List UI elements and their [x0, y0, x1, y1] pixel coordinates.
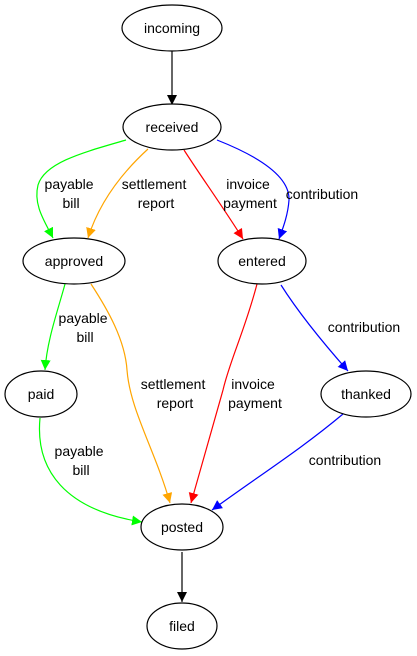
label-received-entered-contribution: contribution	[286, 186, 358, 202]
node-label-incoming: incoming	[144, 20, 200, 36]
edge-entered-thanked-contribution	[280, 284, 349, 372]
label-received-approved-payable-bill: payable bill	[45, 176, 98, 211]
node-approved: approved	[22, 237, 126, 285]
node-incoming: incoming	[121, 4, 223, 52]
node-received: received	[122, 103, 222, 151]
node-label-paid: paid	[28, 386, 54, 402]
node-thanked: thanked	[320, 370, 412, 418]
edge-received-approved-payable-bill	[36, 139, 127, 239]
nodes: incoming received approved entered paid …	[4, 4, 412, 650]
edges	[36, 51, 349, 602]
label-approved-posted-settlement-report: settlement report	[141, 376, 209, 411]
edge-approved-posted-settlement-report	[90, 283, 173, 504]
edge-received-entered-contribution	[216, 139, 290, 240]
label-thanked-posted-contribution: contribution	[309, 452, 381, 468]
label-paid-posted-payable-bill: payable bill	[55, 443, 108, 478]
node-posted: posted	[140, 503, 224, 551]
node-paid: paid	[4, 370, 78, 418]
node-entered: entered	[217, 237, 307, 285]
edge-entered-posted-invoice-payment	[188, 283, 258, 504]
label-entered-thanked-contribution: contribution	[328, 319, 400, 335]
label-received-entered-invoice-payment: invoice payment	[223, 176, 277, 211]
node-label-filed: filed	[169, 618, 195, 634]
edge-thanked-posted-contribution	[211, 413, 344, 511]
label-approved-paid-payable-bill: payable bill	[59, 310, 112, 345]
node-label-thanked: thanked	[341, 386, 391, 402]
node-filed: filed	[146, 602, 218, 650]
node-label-entered: entered	[238, 253, 285, 269]
node-label-posted: posted	[161, 519, 203, 535]
label-received-approved-settlement-report: settlement report	[122, 176, 190, 211]
label-entered-posted-invoice-payment: invoice payment	[228, 376, 282, 411]
edge-received-approved-settlement-report	[86, 148, 149, 239]
edge-received-entered-invoice-payment	[183, 149, 244, 240]
edge-paid-posted-payable-bill	[38, 417, 143, 526]
node-label-approved: approved	[45, 253, 103, 269]
edge-labels: payable bill settlement report invoice p…	[45, 176, 401, 478]
edge-approved-paid-payable-bill	[40, 283, 66, 371]
node-label-received: received	[146, 119, 199, 135]
